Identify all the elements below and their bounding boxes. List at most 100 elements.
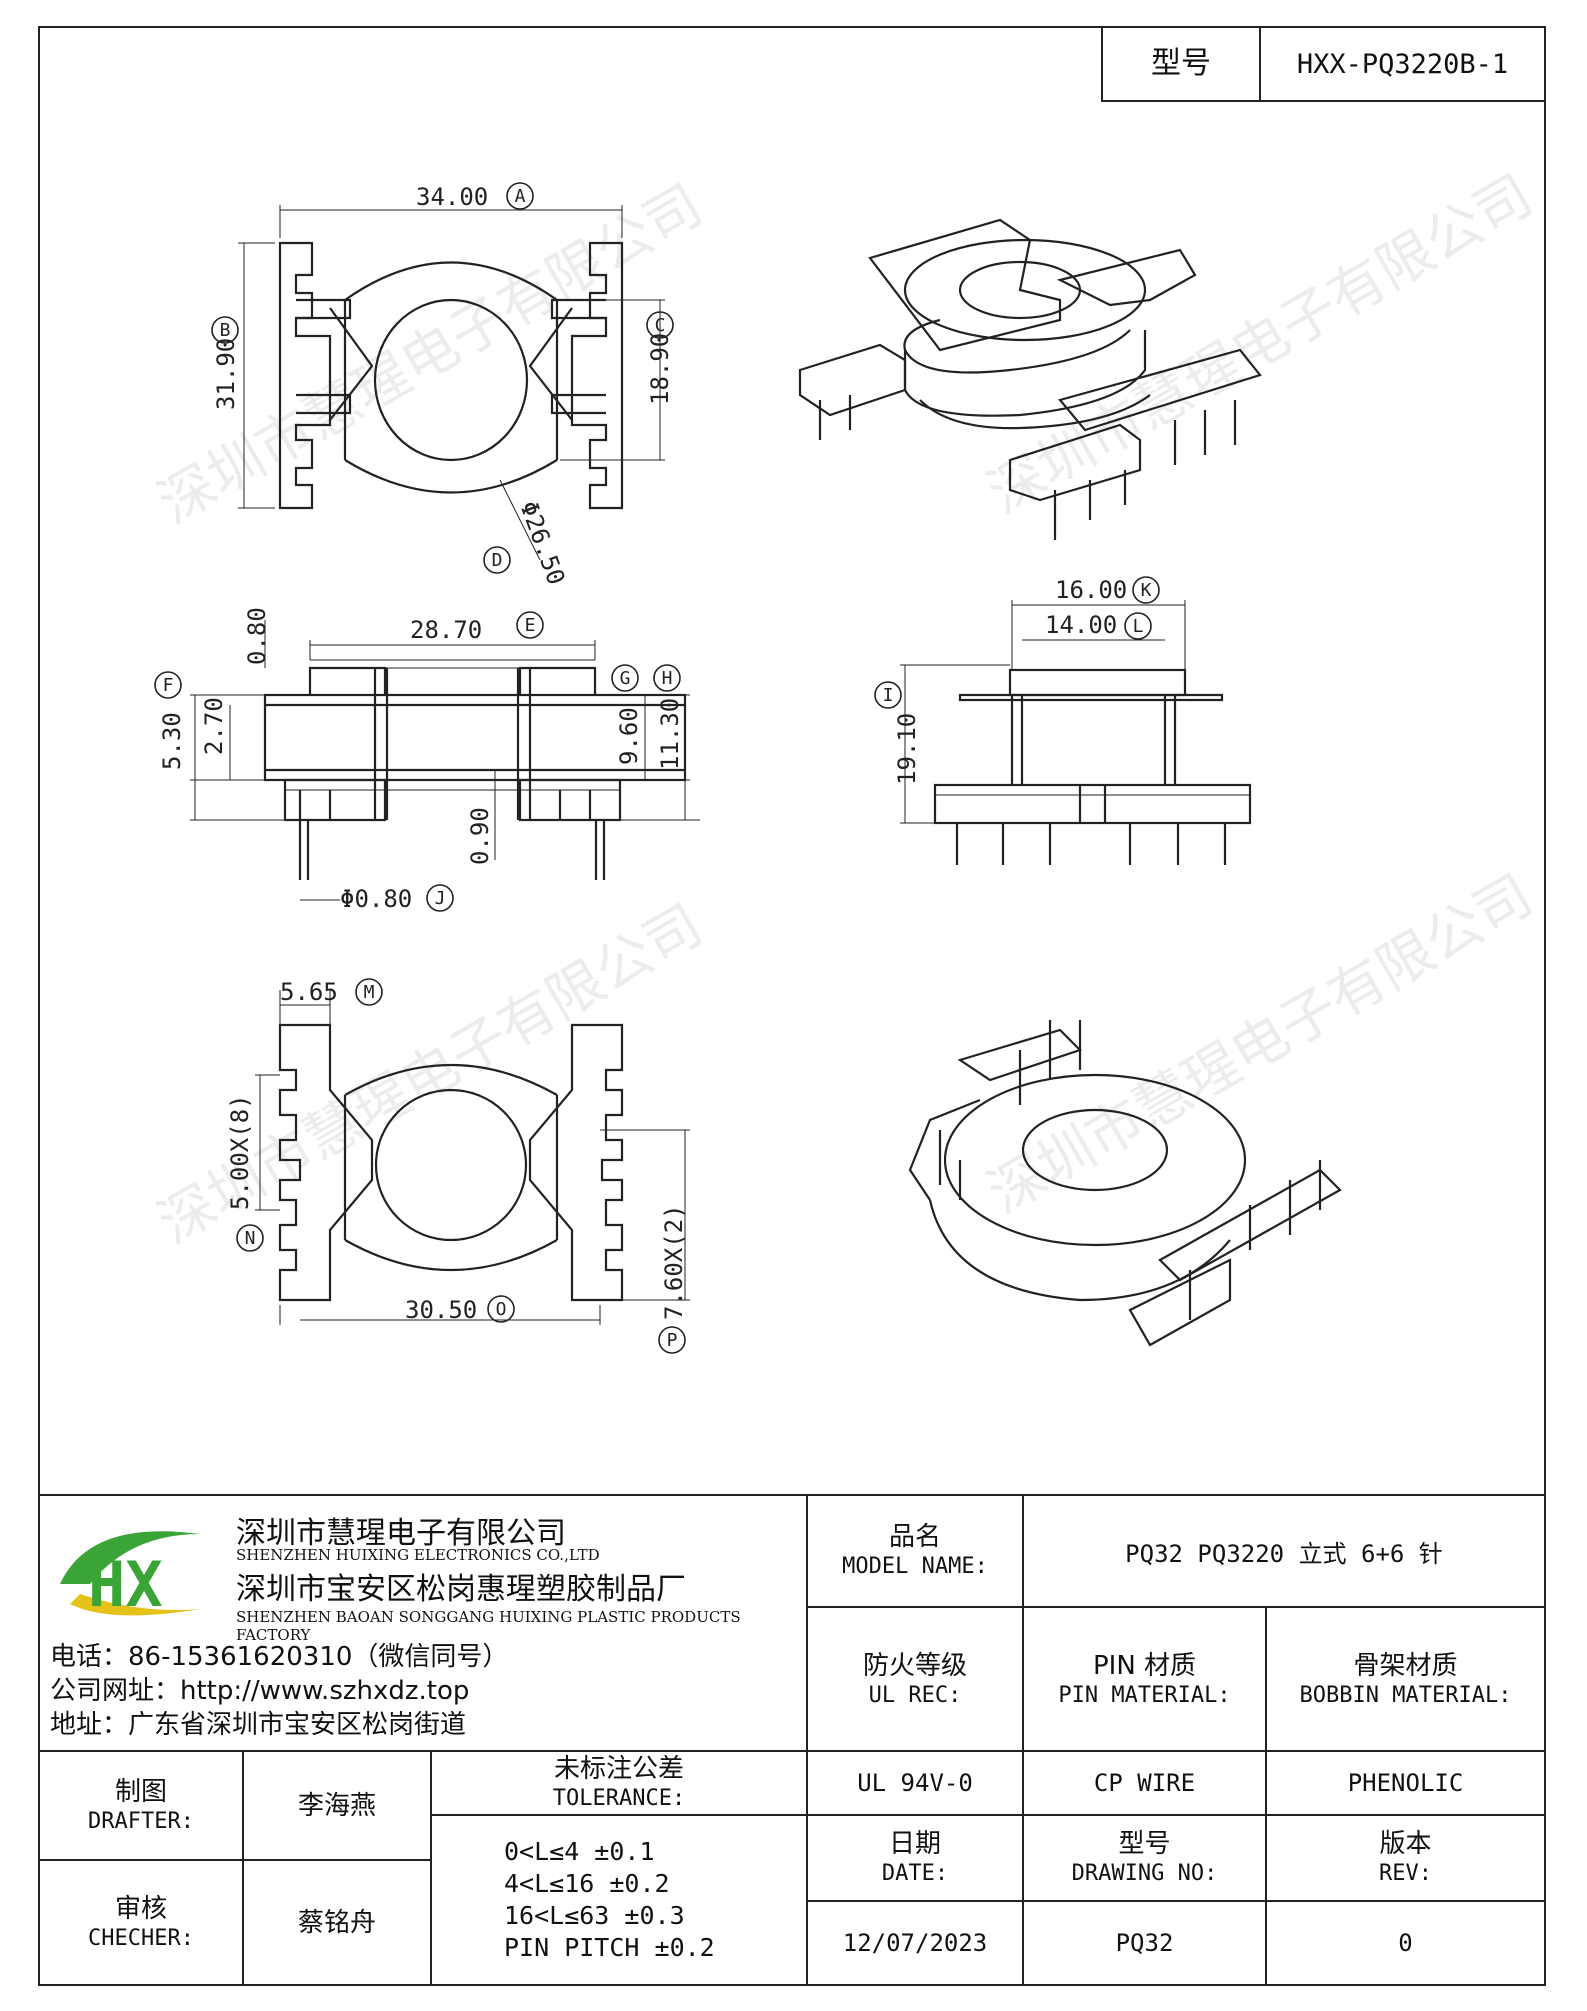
- drawing-no-label-cn: 型号: [1118, 1829, 1171, 1859]
- pin-label-en: PIN MATERIAL:: [1058, 1683, 1231, 1708]
- letter-B: B: [220, 320, 231, 341]
- ul-label-en: UL REC:: [868, 1683, 962, 1708]
- dim-J: 0.90: [466, 807, 494, 865]
- letter-C: C: [655, 315, 666, 336]
- drafter-label-cell: 制图 DRAFTER:: [38, 1750, 244, 1861]
- model-name-label-en: MODEL NAME:: [842, 1554, 988, 1579]
- company-phone: 电话：86-15361620310（微信同号）: [50, 1642, 509, 1672]
- dim-F2: 2.70: [200, 697, 228, 755]
- dim-B: 31.90: [212, 338, 240, 410]
- model-name-label-cell: 品名 MODEL NAME:: [806, 1494, 1024, 1608]
- model-name-value: PQ32 PQ3220 立式 6+6 针: [1125, 1539, 1443, 1568]
- tolerance-line: 16<L≤63 ±0.3: [504, 1901, 685, 1930]
- pin-value: CP WIRE: [1093, 1769, 1196, 1797]
- dim-G: 9.60: [615, 707, 643, 765]
- dim-top-h: 0.80: [243, 607, 271, 665]
- dim-F: 5.30: [158, 712, 186, 770]
- pin-value-cell: CP WIRE: [1022, 1750, 1267, 1816]
- tolerance-label-en: TOLERANCE:: [552, 1786, 686, 1811]
- drafter-label-en: DRAFTER:: [88, 1808, 194, 1834]
- letter-I: I: [883, 685, 894, 706]
- date-value: 12/07/2023: [842, 1929, 988, 1957]
- bobbin-value-cell: PHENOLIC: [1265, 1750, 1546, 1816]
- bobbin-label-cell: 骨架材质 BOBBIN MATERIAL:: [1265, 1606, 1546, 1754]
- front-view: [874, 576, 1252, 865]
- letter-E: E: [525, 615, 536, 636]
- dim-N: 5.00X(8): [226, 1094, 254, 1210]
- dim-D: Φ26.50: [514, 497, 570, 588]
- drawing-no-label-cell: 型号 DRAWING NO:: [1022, 1814, 1267, 1902]
- drafter-name-cell: 李海燕: [242, 1750, 432, 1861]
- dim-T: Φ0.80: [340, 885, 412, 913]
- bobbin-label-cn: 骨架材质: [1353, 1651, 1458, 1681]
- rev-label-cn: 版本: [1379, 1829, 1432, 1859]
- letter-N: N: [245, 1228, 256, 1249]
- letter-M: M: [364, 982, 375, 1003]
- header-model-label: 型号: [1151, 46, 1211, 81]
- dim-L: 14.00: [1045, 611, 1117, 639]
- side-view: [154, 611, 700, 912]
- bobbin-label-en: BOBBIN MATERIAL:: [1299, 1683, 1512, 1708]
- dim-K: 16.00: [1055, 576, 1127, 604]
- tolerance-line: PIN PITCH ±0.2: [504, 1933, 715, 1962]
- tolerance-label-cn: 未标注公差: [553, 1754, 684, 1784]
- checker-label-cn: 审核: [114, 1893, 167, 1924]
- ul-value-cell: UL 94V-0: [806, 1750, 1024, 1816]
- date-label-cell: 日期 DATE:: [806, 1814, 1024, 1902]
- header-model-label-cell: 型号: [1101, 26, 1261, 102]
- checker-label-en: CHECHER:: [88, 1925, 194, 1951]
- letter-J: J: [435, 888, 446, 909]
- bottom-view: [236, 978, 690, 1354]
- tolerance-label-cell: 未标注公差 TOLERANCE:: [430, 1750, 808, 1816]
- date-value-cell: 12/07/2023: [806, 1900, 1024, 1986]
- technical-drawing: 34.00 31.90 18.90 Φ26.50 28.70 0.80 5.30…: [154, 182, 1342, 1354]
- company-website: 公司网址：http://www.szhxdz.top: [50, 1676, 470, 1706]
- letter-F: F: [163, 675, 174, 696]
- header-model-value-cell: HXX-PQ3220B-1: [1259, 26, 1546, 102]
- rev-value: 0: [1398, 1929, 1413, 1957]
- ul-label-cell: 防火等级 UL REC:: [806, 1606, 1024, 1754]
- model-name-value-cell: PQ32 PQ3220 立式 6+6 针: [1022, 1494, 1546, 1608]
- pin-label-cell: PIN 材质 PIN MATERIAL:: [1022, 1606, 1267, 1754]
- company-name-cn: 深圳市慧瑆电子有限公司: [236, 1516, 566, 1551]
- top-view: [211, 182, 674, 574]
- tolerance-line: 4<L≤16 ±0.2: [504, 1869, 670, 1898]
- date-label-en: DATE:: [881, 1861, 949, 1886]
- letter-P: P: [667, 1330, 678, 1351]
- drawing-no-value-cell: PQ32: [1022, 1900, 1267, 1986]
- drawing-no-value: PQ32: [1115, 1929, 1174, 1957]
- letter-O: O: [496, 1299, 507, 1320]
- drawing-no-label-en: DRAWING NO:: [1071, 1861, 1218, 1886]
- tolerance-line: 0<L≤4 ±0.1: [504, 1837, 655, 1866]
- company-name-en: SHENZHEN HUIXING ELECTRONICS CO.,LTD: [236, 1546, 600, 1564]
- rev-value-cell: 0: [1265, 1900, 1546, 1986]
- factory-name-en: SHENZHEN BAOAN SONGGANG HUIXING PLASTIC …: [236, 1608, 741, 1644]
- tolerance-table-cell: 0<L≤4 ±0.1 4<L≤16 ±0.2 16<L≤63 ±0.3 PIN …: [430, 1814, 808, 1986]
- rev-label-en: REV:: [1379, 1861, 1432, 1886]
- checker-name-cell: 蔡铭舟: [242, 1859, 432, 1986]
- model-name-label-cn: 品名: [888, 1522, 941, 1552]
- company-block: HX 深圳市慧瑆电子有限公司 SHENZHEN HUIXING ELECTRON…: [38, 1494, 808, 1752]
- bobbin-value: PHENOLIC: [1347, 1769, 1464, 1797]
- letter-G: G: [620, 668, 631, 689]
- drafter-name: 李海燕: [297, 1790, 376, 1821]
- company-address: 地址：广东省深圳市宝安区松岗街道: [50, 1710, 467, 1740]
- dim-H: 11.30: [656, 698, 684, 770]
- isometric-view-top: [798, 218, 1262, 540]
- date-label-cn: 日期: [888, 1829, 941, 1859]
- checker-label-cell: 审核 CHECHER:: [38, 1859, 244, 1986]
- isometric-view-bottom: [908, 1020, 1342, 1347]
- dim-M: 5.65: [280, 978, 338, 1006]
- letter-K: K: [1141, 580, 1152, 601]
- dim-E: 28.70: [410, 616, 482, 644]
- rev-label-cell: 版本 REV:: [1265, 1814, 1546, 1902]
- logo-letters: HX: [88, 1548, 163, 1621]
- dim-I: 19.10: [893, 713, 921, 785]
- header-model-value: HXX-PQ3220B-1: [1296, 48, 1509, 80]
- ul-value: UL 94V-0: [857, 1769, 973, 1797]
- ul-label-cn: 防火等级: [862, 1651, 967, 1681]
- checker-name: 蔡铭舟: [297, 1907, 376, 1938]
- pin-label-cn: PIN 材质: [1092, 1651, 1197, 1681]
- dim-O: 30.50: [405, 1296, 477, 1324]
- letter-H: H: [662, 668, 673, 689]
